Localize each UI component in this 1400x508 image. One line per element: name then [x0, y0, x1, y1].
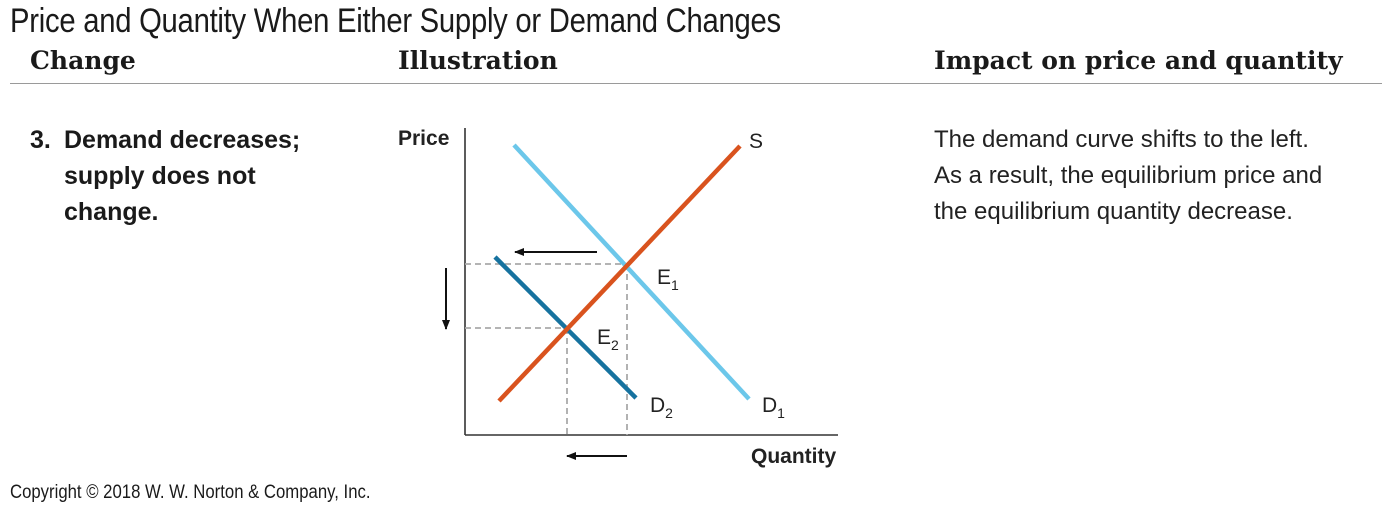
impact-line-3: the equilibrium quantity decrease. [934, 198, 1293, 225]
demand-curve-d1 [512, 143, 751, 401]
header-divider [10, 83, 1382, 84]
impact-line-1: The demand curve shifts to the left. [934, 126, 1309, 153]
e2-label: E2 [597, 326, 619, 353]
guide-lines [465, 263, 628, 435]
change-line-2: supply does not [64, 162, 256, 190]
column-header-impact: Impact on price and quantity [934, 46, 1343, 75]
change-line-1: 3.Demand decreases; [30, 122, 300, 158]
column-header-illustration: Illustration [398, 46, 558, 75]
column-header-change: Change [30, 46, 136, 75]
d1-label: D1 [762, 394, 785, 421]
supply-label: S [749, 130, 763, 153]
copyright-notice: Copyright © 2018 W. W. Norton & Company,… [10, 482, 371, 503]
impact-description: The demand curve shifts to the left. As … [934, 122, 1394, 230]
d2-label: D2 [650, 394, 673, 421]
change-line-3: change. [64, 198, 159, 226]
e1-label: E1 [657, 266, 679, 293]
impact-line-2: As a result, the equilibrium price and [934, 162, 1323, 189]
change-number: 3. [30, 126, 51, 154]
x-axis-label: Quantity [751, 445, 836, 468]
change-description: 3.Demand decreases; supply does not chan… [30, 122, 300, 230]
y-axis-label: Price [398, 127, 449, 150]
supply-curve [497, 144, 742, 403]
page-title: Price and Quantity When Either Supply or… [10, 2, 781, 40]
